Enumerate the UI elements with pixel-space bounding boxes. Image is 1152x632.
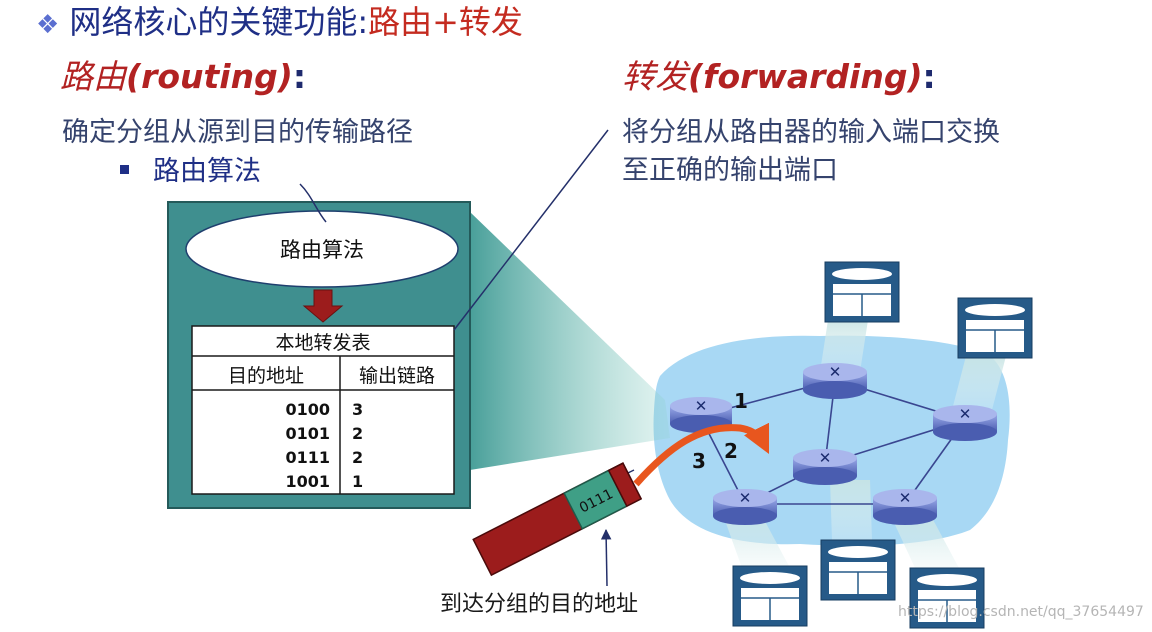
mini-forwarding-table [732, 565, 808, 627]
forwarding-description-line2: 至正确的输出端口 [622, 155, 838, 186]
mini-forwarding-table [909, 567, 985, 629]
link-label-2: 2 [724, 439, 738, 463]
routing-heading: 路由(routing): [60, 56, 306, 98]
router: ✕ [793, 449, 857, 485]
router: ✕ [803, 363, 867, 399]
row-dest: 0101 [285, 424, 330, 443]
table-beam [820, 320, 868, 372]
link-label-1: 1 [734, 389, 748, 413]
row-dest: 1001 [285, 472, 330, 491]
router-cross-icon: ✕ [819, 449, 832, 467]
table-row: 0101 2 [285, 424, 363, 443]
routing-heading-colon: : [292, 57, 307, 96]
forwarding-arrow [633, 422, 770, 487]
routing-algorithm-oval [185, 210, 459, 288]
router: ✕ [713, 489, 777, 525]
title-highlight: 路由+转发 [368, 3, 523, 41]
mini-forwarding-table [824, 261, 900, 323]
row-dest: 0100 [285, 400, 330, 419]
packet-caption: 到达分组的目的地址 [440, 592, 639, 617]
forwarding-heading-cn: 转发 [622, 57, 688, 96]
routing-algorithm-bullet-text: 路由算法 [153, 156, 261, 187]
routing-heading-cn: 路由 [60, 57, 126, 96]
router-cross-icon: ✕ [899, 489, 912, 507]
forwarding-description-line1: 将分组从路由器的输入端口交换 [622, 117, 1000, 148]
column-header-dest: 目的地址 [228, 365, 304, 387]
routing-algorithm-label: 路由算法 [280, 238, 364, 262]
row-link: 2 [352, 424, 363, 443]
zoom-beam [470, 212, 670, 470]
router-cross-icon: ✕ [739, 489, 752, 507]
table-row: 1001 1 [285, 472, 363, 491]
forwarding-heading: 转发(forwarding): [622, 56, 936, 98]
table-beam [830, 480, 872, 540]
row-dest: 0111 [285, 448, 330, 467]
packet: 0111 [472, 462, 643, 577]
square-bullet-icon [120, 165, 129, 174]
routing-callout-line [299, 183, 327, 223]
column-header-link: 输出链路 [359, 365, 435, 387]
table-beam [890, 514, 960, 570]
link-label-3: 3 [692, 449, 706, 473]
router-cross-icon: ✕ [829, 363, 842, 381]
router-cross-icon: ✕ [959, 405, 972, 423]
row-link: 2 [352, 448, 363, 467]
mini-forwarding-table [820, 539, 896, 601]
forwarding-heading-en: (forwarding) [688, 57, 923, 96]
forwarding-heading-colon: : [922, 57, 936, 96]
routing-algorithm-bullet: 路由算法 [120, 154, 261, 190]
router-cross-icon: ✕ [695, 397, 708, 415]
local-forwarding-table [191, 325, 455, 495]
forwarding-callout-line [453, 129, 609, 331]
router: ✕ [933, 405, 997, 441]
table-beam [722, 512, 790, 568]
forwarding-table-title: 本地转发表 [275, 332, 370, 354]
table-beam [952, 356, 1006, 410]
routing-description: 确定分组从源到目的传输路径 [62, 117, 413, 148]
row-link: 3 [352, 400, 363, 419]
down-arrow-icon [302, 289, 344, 323]
title-prefix: 网络核心的关键功能: [69, 3, 369, 41]
router: ✕ [873, 489, 937, 525]
packet-header-pointer [600, 528, 612, 587]
mini-forwarding-table [957, 297, 1033, 359]
row-link: 1 [352, 472, 363, 491]
table-row: 0111 2 [285, 448, 363, 467]
table-row: 0100 3 [285, 400, 363, 419]
diamond-bullet-icon: ❖ [36, 10, 60, 40]
watermark: https://blog.csdn.net/qq_37654497 [898, 604, 1144, 620]
routing-heading-en: (routing) [126, 57, 293, 96]
slide-title: ❖ 网络核心的关键功能:路由+转发 [36, 2, 523, 45]
